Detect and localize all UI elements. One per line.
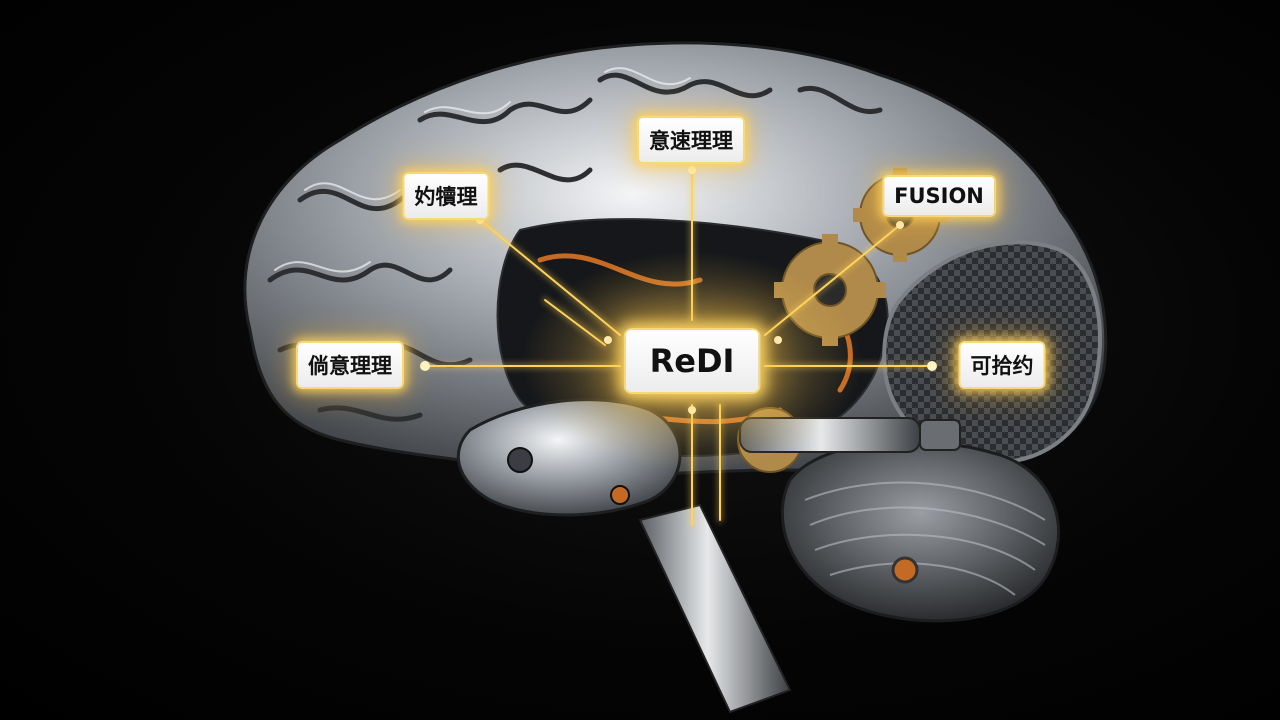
- hub-label: ReDI: [623, 328, 761, 394]
- node-label-fusion: FUSION: [882, 175, 996, 217]
- brain-stem: [638, 503, 792, 714]
- node-label-top: 意速理理: [637, 116, 745, 164]
- node-label-left: 倘意理理: [296, 341, 404, 389]
- node-label-right: 可拾约: [958, 341, 1046, 389]
- connector-lines: [422, 167, 935, 528]
- node-label-upper-left: 妁犢理: [402, 172, 490, 220]
